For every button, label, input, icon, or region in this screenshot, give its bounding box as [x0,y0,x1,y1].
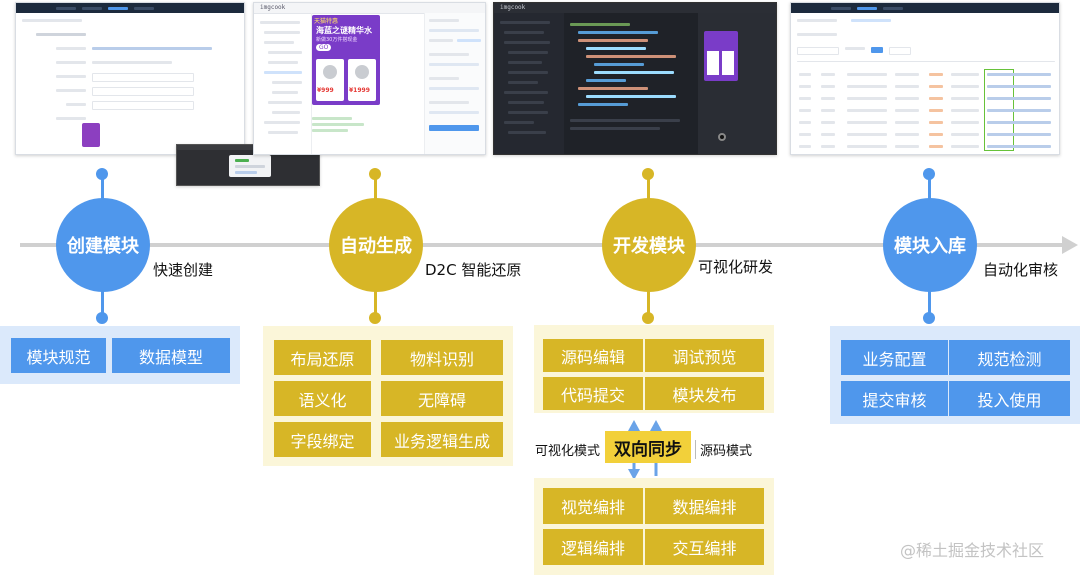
module-spec-box: 模块规范 [11,338,106,373]
timeline-arrow-head [1062,236,1078,254]
promo-card: 天猫特惠 海蓝之谜精华水 新做30万件搭现金 GO ¥999 ¥1999 [312,15,380,105]
connector-dot [923,168,935,180]
imgcook-logo-text: imgcook [260,4,286,11]
business-config-box: 业务配置 [841,340,948,375]
stage-generate-caption: D2C 智能还原 [425,261,522,279]
stem-top-2 [374,176,377,202]
app-header [16,3,244,13]
connector-dot [369,312,381,324]
interaction-orchestration-box: 交互编排 [645,529,764,565]
promo-go-badge: GO [316,44,332,51]
stage-release-caption: 自动化审核 [983,261,1059,279]
logic-orchestration-box: 逻辑编排 [543,529,643,565]
data-orchestration-box: 数据编排 [645,488,764,524]
connector-dot [642,312,654,324]
orchestration-panel: 视觉编排 数据编排 逻辑编排 交互编排 [534,478,774,575]
stem-top-1 [101,176,104,202]
stage-generate-circle: 自动生成 [329,198,423,292]
put-into-use-box: 投入使用 [949,381,1070,416]
field-binding-box: 字段绑定 [274,422,371,457]
stage-create-caption: 快速创建 [153,261,214,279]
debug-preview-box: 调试预览 [645,339,764,372]
stem-top-4 [928,176,931,202]
stem-bottom-1 [101,288,104,318]
develop-panel: 源码编辑 调试预览 代码提交 模块发布 [534,325,774,413]
imgcook-logo-text: imgcook [500,4,526,11]
code-commit-box: 代码提交 [543,377,643,410]
semantic-box: 语义化 [274,381,371,416]
source-edit-box: 源码编辑 [543,339,643,372]
connector-dot [96,168,108,180]
connector-dot [923,312,935,324]
accessibility-box: 无障碍 [381,381,503,416]
promo-headline: 海蓝之谜精华水 [316,26,372,35]
connector-dot [96,312,108,324]
stem-bottom-4 [928,288,931,318]
stage-release-circle: 模块入库 [883,198,977,292]
spec-check-box: 规范检测 [949,340,1070,375]
sync-arrow-up-head [628,420,640,431]
module-preview-thumbnail [82,123,100,147]
stage-create-circle: 创建模块 [56,198,150,292]
watermark-text: @稀土掘金技术社区 [900,541,1045,560]
code-editor-screenshot: imgcook [493,2,777,155]
visual-mode-label: 可视化模式 [535,444,601,459]
connector-dot [642,168,654,180]
product-price-2: ¥1999 [349,87,370,94]
business-logic-box: 业务逻辑生成 [381,422,503,457]
module-publish-box: 模块发布 [645,377,764,410]
product-price-1: ¥999 [317,87,334,94]
generate-panel: 布局还原 物料识别 语义化 无障碍 字段绑定 业务逻辑生成 [263,326,513,466]
d2c-editor-screenshot: imgcook 天猫特惠 海蓝之谜精华水 新做30万件搭现金 GO ¥999 ¥… [253,2,486,155]
source-mode-label: 源码模式 [695,440,756,459]
stem-bottom-2 [374,288,377,318]
stem-bottom-3 [647,288,650,318]
visual-orchestration-box: 视觉编排 [543,488,643,524]
layout-restore-box: 布局还原 [274,340,371,375]
stem-top-3 [647,176,650,202]
promo-title: 天猫特惠 [314,18,339,25]
bidirectional-sync-box: 双向同步 [605,431,691,463]
stage-develop-circle: 开发模块 [602,198,696,292]
create-module-screenshot [15,2,245,155]
stage-develop-caption: 可视化研发 [698,258,774,276]
promo-subtitle: 新做30万件搭现金 [316,37,358,43]
data-model-box: 数据模型 [112,338,230,373]
connector-dot [369,168,381,180]
release-panel: 业务配置 规范检测 提交审核 投入使用 [830,326,1080,424]
submit-review-box: 提交审核 [841,381,948,416]
module-release-screenshot [790,2,1060,155]
create-panel: 模块规范 数据模型 [0,326,240,384]
material-recognition-box: 物料识别 [381,340,503,375]
